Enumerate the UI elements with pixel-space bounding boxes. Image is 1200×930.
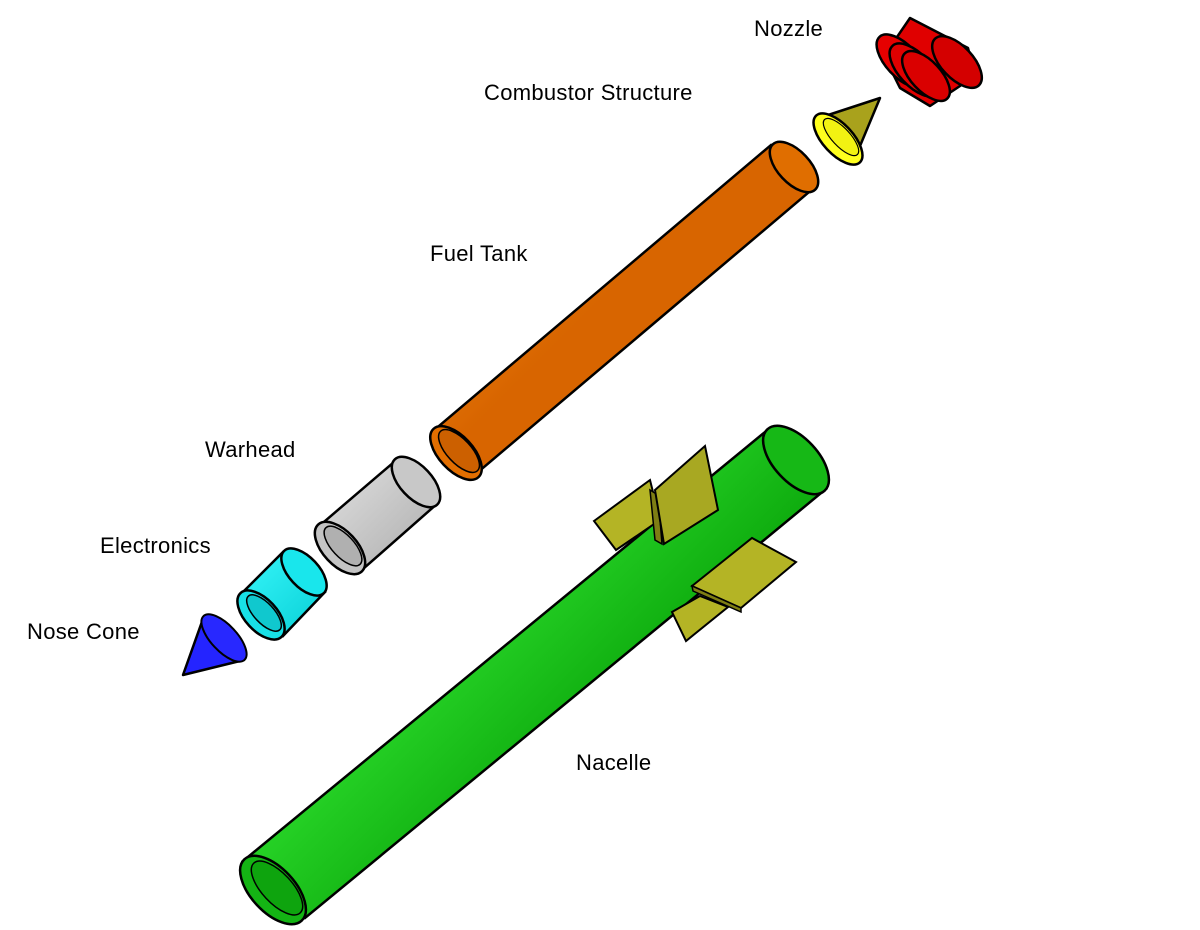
label-electronics: Electronics	[100, 533, 211, 558]
label-fuel-tank: Fuel Tank	[430, 241, 528, 266]
nacelle-front-ring	[761, 424, 831, 496]
label-nose-cone: Nose Cone	[27, 619, 140, 644]
fin-upper-right	[653, 444, 720, 546]
combustor-ring-inner	[822, 117, 860, 157]
electronics	[236, 547, 328, 641]
fuel-tank	[429, 140, 820, 482]
electronics-front-ring	[280, 547, 328, 597]
nacelle-rear-opening	[250, 860, 304, 916]
nozzle-outer-rim	[930, 34, 984, 90]
warhead	[313, 455, 442, 576]
nacelle-body	[241, 430, 828, 920]
label-combustor-structure: Combustor Structure	[484, 80, 693, 105]
nose-cone-base	[200, 613, 248, 663]
nozzle-ring-3	[900, 49, 952, 103]
fuel-tank-front-ring	[768, 140, 820, 194]
combustor-structure	[812, 96, 882, 166]
fin-lower-right-edge	[690, 584, 742, 614]
fuel-tank-rear-opening	[437, 428, 481, 474]
nose-cone	[181, 613, 248, 677]
warhead-rear-opening	[323, 525, 363, 567]
nozzle	[875, 16, 984, 108]
label-nacelle: Nacelle	[576, 750, 651, 775]
electronics-rear-opening	[245, 594, 283, 632]
fins	[592, 444, 798, 643]
label-nozzle: Nozzle	[754, 16, 823, 41]
fin-lower-left	[670, 594, 730, 643]
warhead-front-ring	[390, 455, 442, 509]
fuel-tank-body	[431, 143, 817, 475]
nacelle	[238, 424, 831, 926]
label-warhead: Warhead	[205, 437, 296, 462]
